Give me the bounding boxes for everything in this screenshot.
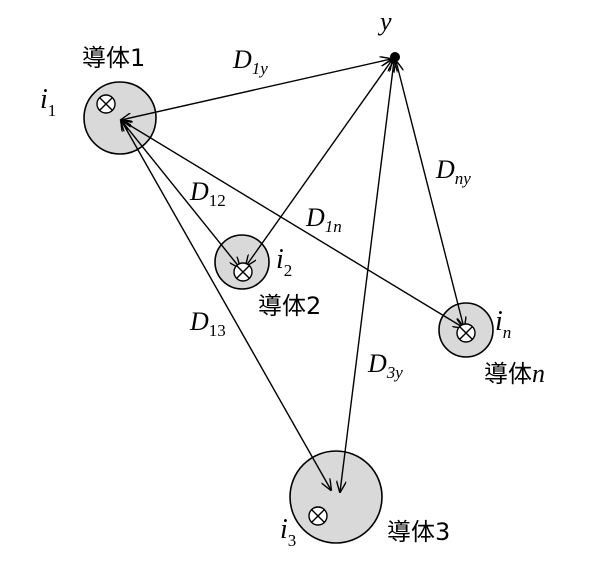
conductor-3-label: 導体3 — [387, 518, 450, 546]
circle-cross-icon — [233, 262, 253, 282]
arrow-d2y — [246, 60, 392, 266]
distance-d1y-label: D1y — [232, 45, 268, 78]
arrow-d13 — [121, 120, 331, 490]
conductor-n-label: 導体n — [484, 359, 545, 388]
current-i1-label: i1 — [40, 84, 56, 120]
distance-d12-label: D12 — [189, 177, 226, 210]
current-in-label: in — [495, 306, 511, 342]
distance-dny-label: Dny — [435, 155, 471, 188]
current-i2-label: i2 — [276, 244, 292, 280]
distance-d1n-label: D1n — [305, 203, 342, 236]
circle-cross-icon — [456, 323, 476, 343]
point-y-label: y — [377, 7, 392, 36]
distance-d13-label: D13 — [189, 307, 226, 340]
circle-cross-icon — [96, 94, 116, 114]
conductor-1-label: 導体1 — [82, 44, 145, 72]
arrow-d3y — [340, 61, 394, 492]
conductor-1-circle — [83, 81, 157, 155]
distance-d3y-label: D3y — [367, 349, 403, 382]
conductor-2-label: 導体2 — [258, 292, 321, 320]
conductor-3-circle — [289, 450, 383, 544]
circle-cross-icon — [308, 506, 328, 526]
current-i3-label: i3 — [280, 514, 296, 550]
arrow-dny — [396, 61, 464, 328]
